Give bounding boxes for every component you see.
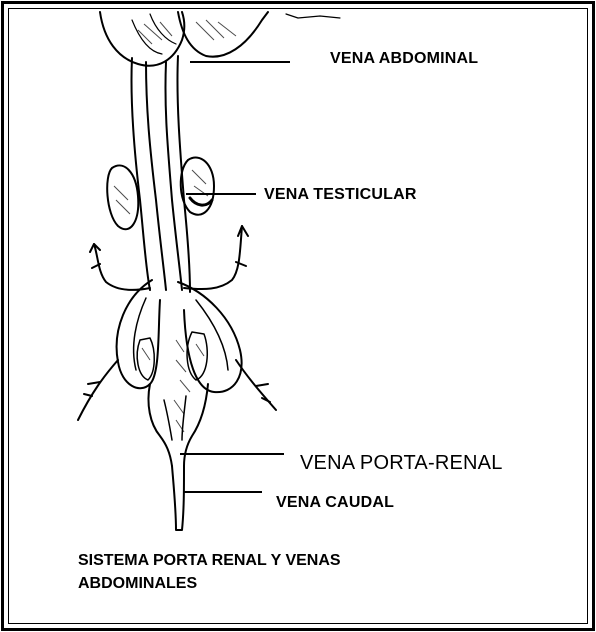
- label-vena-porta-renal: VENA PORTA-RENAL: [300, 452, 503, 475]
- right-testis: [181, 158, 214, 215]
- caption-line-2: ABDOMINALES: [78, 572, 341, 595]
- upper-organ-right: [178, 12, 268, 57]
- caudal-vein: [172, 466, 184, 530]
- abdominal-vein-trunk-mid: [146, 62, 166, 290]
- abdominal-vein-trunk-right: [165, 62, 182, 290]
- left-branch-lower: [78, 360, 118, 420]
- label-vena-testicular: VENA TESTICULAR: [264, 186, 417, 204]
- label-vena-abdominal: VENA ABDOMINAL: [330, 50, 478, 68]
- label-vena-caudal: VENA CAUDAL: [276, 494, 394, 512]
- figure-caption: SISTEMA PORTA RENAL Y VENAS ABDOMINALES: [78, 549, 341, 595]
- left-kidney: [137, 338, 154, 380]
- right-branch-upper: [184, 226, 242, 289]
- left-renal-loop: [117, 280, 160, 388]
- caption-line-1: SISTEMA PORTA RENAL Y VENAS: [78, 549, 341, 572]
- left-branch-upper: [94, 244, 150, 290]
- left-testis: [107, 166, 138, 230]
- right-renal-loop: [178, 282, 242, 392]
